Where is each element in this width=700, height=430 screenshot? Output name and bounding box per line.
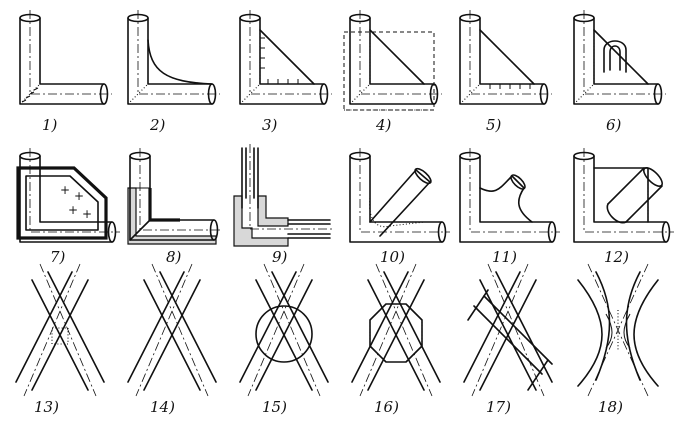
joint-15 [239, 263, 329, 397]
label-4: 4) [375, 116, 392, 134]
label-7: 7) [50, 248, 66, 266]
joint-18 [577, 263, 659, 397]
joint-4 [343, 9, 443, 111]
joint-10 [349, 148, 450, 243]
label-12: 12) [604, 248, 629, 266]
label-2: 2) [149, 116, 166, 134]
joint-11 [459, 148, 560, 243]
label-5: 5) [486, 116, 502, 134]
label-8: 8) [166, 248, 182, 266]
label-9: 9) [272, 248, 288, 266]
label-14: 14) [150, 398, 175, 416]
joint-16 [351, 263, 441, 397]
joint-3 [239, 9, 333, 105]
svg-text:+: + [68, 203, 78, 217]
label-3: 3) [262, 116, 278, 134]
joint-6 [573, 9, 667, 105]
label-17: 17) [486, 398, 511, 416]
svg-text:+: + [60, 183, 70, 197]
label-15: 15) [262, 398, 287, 416]
joint-2 [127, 9, 221, 105]
joint-7: + + + + [16, 148, 120, 243]
svg-text:+: + [74, 189, 84, 203]
label-13: 13) [34, 398, 59, 416]
label-16: 16) [374, 398, 399, 416]
joint-5 [459, 9, 553, 105]
label-6: 6) [606, 116, 622, 134]
label-18: 18) [598, 398, 623, 416]
joint-8 [127, 148, 222, 245]
joint-9 [233, 144, 334, 247]
joint-14 [127, 263, 217, 397]
joint-13 [15, 263, 105, 397]
label-1: 1) [42, 116, 58, 134]
label-10: 10) [380, 248, 405, 266]
svg-text:+: + [82, 207, 92, 221]
joint-12 [573, 148, 674, 243]
joint-1 [19, 9, 113, 105]
joint-17 [463, 263, 553, 397]
label-11: 11) [492, 248, 517, 266]
